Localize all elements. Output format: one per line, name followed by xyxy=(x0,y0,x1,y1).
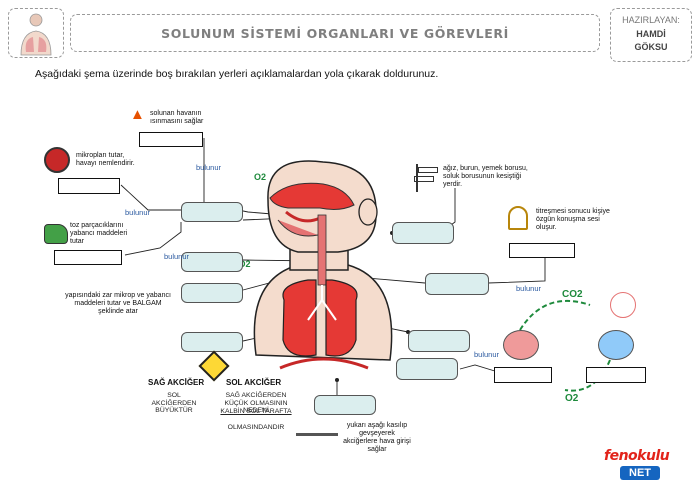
page-title: SOLUNUM SİSTEMİ ORGANLARI VE GÖREVLERİ xyxy=(161,26,509,41)
logo-net: NET xyxy=(620,466,660,480)
found-label-5: bulunur xyxy=(474,350,500,359)
header-icon-box xyxy=(8,8,64,58)
found-label-3: bulunur xyxy=(164,252,190,261)
virus-icon xyxy=(44,147,70,173)
answer-box-dust[interactable] xyxy=(54,250,122,265)
author-label: HAZIRLAYAN: xyxy=(622,15,680,25)
fill-box-pharynx[interactable] xyxy=(392,222,454,244)
note-mucus: yapısındaki zar mikrop ve yabancı maddel… xyxy=(65,292,171,315)
fill-box-diaphragm[interactable] xyxy=(314,395,376,415)
signpost-icon xyxy=(414,164,438,192)
note-diaphragm: yukarı aşağı kasılıp gevşeyerek akciğerl… xyxy=(343,422,411,453)
lyre-icon xyxy=(508,206,528,230)
author-box: HAZIRLAYAN: HAMDİ GÖKSU xyxy=(610,8,692,62)
respiratory-system-illustration xyxy=(253,160,393,370)
o2-label-top: O2 xyxy=(254,172,267,182)
co2-label-right: CO2 xyxy=(562,289,583,300)
fill-box-lung-right[interactable] xyxy=(181,332,243,352)
fill-box-bronchus[interactable] xyxy=(181,283,243,303)
heart-figure-icon xyxy=(610,292,636,318)
alveoli-left-icon xyxy=(503,330,539,360)
pushup-figure-icon xyxy=(296,426,338,436)
fire-icon: ▲ xyxy=(130,106,145,123)
fill-box-mouth[interactable] xyxy=(181,252,243,272)
found-label-1: bulunur xyxy=(196,163,222,172)
title-box: SOLUNUM SİSTEMİ ORGANLARI VE GÖREVLERİ xyxy=(70,14,600,52)
left-lung-note-3: OLMASINDANDIR xyxy=(227,424,285,431)
alveoli-right-icon xyxy=(598,330,634,360)
logo-top: fenokulu xyxy=(604,448,670,464)
note-heating: solunan havanın ısınmasını sağlar xyxy=(150,110,204,125)
fill-box-trachea[interactable] xyxy=(408,330,470,352)
author-name-line1: HAMDİ xyxy=(636,29,666,39)
right-lung-note: SOL AKCİĞERDEN BÜYÜKTÜR xyxy=(151,392,197,415)
right-lung-title: SAĞ AKCİĞER xyxy=(148,378,205,387)
answer-box-microbes[interactable] xyxy=(58,178,120,194)
note-pharynx: ağız, burun, yemek borusu, soluk borusun… xyxy=(443,165,528,188)
o2-label-bottom: O2 xyxy=(565,393,579,404)
fill-box-larynx[interactable] xyxy=(425,273,489,295)
answer-box-voice[interactable] xyxy=(509,243,575,258)
left-lung-note-2: KALBİN SOL TARAFTA xyxy=(220,408,292,415)
left-lung-title: SOL AKCİĞER xyxy=(226,378,282,387)
answer-box-heating[interactable] xyxy=(139,132,203,147)
answer-box-gas-left[interactable] xyxy=(494,367,552,383)
instruction-text: Aşağıdaki şema üzerinde boş bırakılan ye… xyxy=(35,68,439,80)
note-microbes: mikropları tutar, havayı nemlendirir. xyxy=(76,152,135,167)
found-label-4: bulunur xyxy=(516,284,542,293)
fill-box-nose[interactable] xyxy=(181,202,243,222)
author-name-line2: GÖKSU xyxy=(634,42,668,52)
note-voice: titreşmesi sonucu kişiye özgün konuşma s… xyxy=(536,208,610,231)
left-lung-note-1: SAĞ AKCİĞERDEN KÜÇÜK OLMASININ NEDENİ xyxy=(224,392,288,415)
answer-box-gas-right[interactable] xyxy=(586,367,646,383)
lungs-thumbnail-icon xyxy=(20,13,52,56)
fill-box-alveoli[interactable] xyxy=(396,358,458,380)
note-dust: toz parçacıklarını yabancı maddeleri tut… xyxy=(70,222,128,245)
vacuum-icon xyxy=(44,224,68,244)
found-label-2: bulunur xyxy=(125,208,151,217)
